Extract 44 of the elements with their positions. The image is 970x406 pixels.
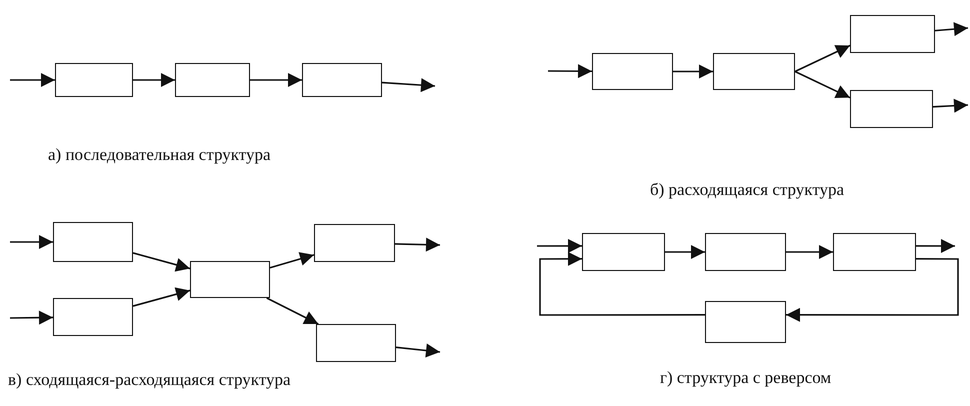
arrow: [132, 252, 190, 272]
arrow: [270, 252, 314, 269]
arrow: [673, 64, 713, 78]
process-box: [850, 90, 933, 128]
arrow: [396, 344, 440, 358]
process-box: [316, 324, 396, 362]
arrow: [786, 245, 833, 259]
arrow: [786, 258, 959, 322]
caption: г) структура с реверсом: [660, 368, 832, 388]
arrow: [794, 44, 850, 72]
arrow: [932, 98, 968, 113]
process-box: [314, 224, 395, 262]
arrow: [10, 73, 55, 87]
process-box: [53, 222, 133, 262]
process-box: [582, 233, 665, 271]
process-box: [592, 53, 673, 90]
arrow: [10, 235, 53, 249]
process-box: [190, 261, 270, 298]
process-box: [53, 298, 133, 336]
process-box: [833, 233, 916, 271]
process-box: [705, 233, 786, 271]
process-box: [175, 63, 250, 97]
caption: в) сходящаяся-расходящаяся структура: [8, 370, 291, 390]
arrow: [266, 297, 319, 325]
process-box: [713, 53, 795, 90]
arrow: [934, 22, 968, 36]
arrow: [132, 287, 190, 307]
arrow: [394, 238, 440, 252]
arrow: [548, 64, 592, 78]
arrow: [665, 245, 705, 259]
arrow: [539, 252, 705, 316]
arrow: [133, 73, 175, 87]
process-box: [302, 63, 382, 97]
process-box: [55, 63, 133, 97]
process-box: [850, 15, 935, 53]
arrow: [250, 73, 302, 87]
arrow: [382, 78, 436, 92]
arrow: [10, 310, 54, 325]
arrow: [916, 238, 955, 253]
caption: а) последовательная структура: [48, 145, 271, 165]
caption: б) расходящаяся структура: [650, 180, 844, 200]
arrow: [794, 70, 850, 98]
process-box: [705, 301, 786, 343]
arrow: [537, 238, 582, 253]
